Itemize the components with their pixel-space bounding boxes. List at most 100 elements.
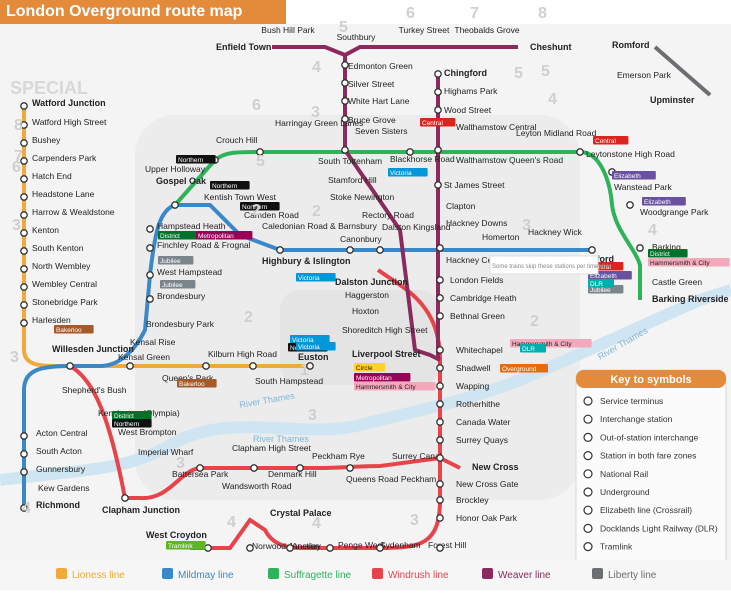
station-dot — [249, 362, 257, 370]
station-dot — [276, 246, 284, 254]
zone-bg-central — [280, 290, 440, 385]
key-symbol — [583, 469, 593, 479]
legend-swatch-lioness — [56, 568, 67, 579]
station-finchley-road-frognal: Finchley Road & Frognal — [157, 240, 251, 250]
station-kenton: Kenton — [32, 225, 59, 235]
station-stonebridge-park: Stonebridge Park — [32, 297, 98, 307]
station-west-croydon: West Croydon — [146, 530, 207, 540]
badge-bg — [158, 231, 198, 240]
station-harringay-green-lanes: Harringay Green Lanes — [275, 118, 363, 128]
zone-number: 5 — [514, 65, 523, 82]
badge-bakerloo: Bakerloo — [56, 327, 82, 334]
legend-mildmay: Mildmay line — [178, 570, 234, 581]
suffragette-line — [173, 150, 642, 300]
station-bushey: Bushey — [32, 135, 61, 145]
badge-central: Central — [595, 138, 617, 145]
station-wapping: Wapping — [456, 381, 490, 391]
station-dot — [376, 544, 384, 552]
station-stoke-newington: Stoke Newington — [330, 192, 395, 202]
station-brockley: Brockley — [456, 495, 489, 505]
station-dot — [20, 319, 28, 327]
badge-bg — [176, 155, 216, 164]
station-dot — [126, 362, 134, 370]
station-dot — [434, 106, 442, 114]
badge-bg — [588, 271, 632, 280]
zone-number: 3 — [308, 407, 317, 424]
zone-number: 4 — [548, 91, 557, 108]
station-harrow-wealdstone: Harrow & Wealdstone — [32, 207, 115, 217]
station-north-wembley: North Wembley — [32, 261, 91, 271]
station-new-cross-gate: New Cross Gate — [456, 479, 519, 489]
station-bruce-grove: Bruce Grove — [348, 115, 396, 125]
badge-bg — [112, 419, 152, 428]
station-woodgrange-park: Woodgrange Park — [640, 207, 709, 217]
station-crystal-palace: Crystal Palace — [270, 508, 332, 518]
station-shadwell: Shadwell — [456, 363, 491, 373]
station-dot — [256, 148, 264, 156]
station-enfield-town: Enfield Town — [216, 42, 271, 52]
badge-bg — [160, 280, 196, 289]
station-clapton: Clapton — [446, 201, 476, 211]
station-dot — [636, 244, 644, 252]
station-dot — [376, 246, 384, 254]
station-barking-riverside: Barking Riverside — [652, 294, 729, 304]
station-dot — [20, 229, 28, 237]
zone-number: 7 — [470, 5, 479, 22]
station-dot — [146, 271, 154, 279]
badge-elizabeth: Elizabeth — [644, 199, 671, 206]
legend-windrush: Windrush line — [388, 570, 449, 581]
station-southbury: Southbury — [337, 32, 376, 42]
legend-swatch-mildmay — [162, 568, 173, 579]
station-dot — [436, 544, 444, 552]
station-hackney-downs: Hackney Downs — [446, 218, 507, 228]
station-dot — [296, 464, 304, 472]
station-headstone-lane: Headstone Lane — [32, 189, 95, 199]
legend-suffragette: Suffragette line — [284, 570, 352, 581]
station-leyton-midland-road: Leyton Midland Road — [516, 128, 597, 138]
station-homerton: Homerton — [482, 232, 520, 242]
badge-victoria: Victoria — [298, 344, 320, 351]
key-symbol — [583, 505, 593, 515]
badge-bg — [648, 249, 688, 258]
zone-number: 5 — [339, 19, 348, 36]
key-item: Out-of-station interchange — [600, 432, 699, 442]
badge-elizabeth: Elizabeth — [614, 173, 641, 180]
station-canonbury: Canonbury — [340, 234, 382, 244]
station-dot — [20, 157, 28, 165]
station-dot — [436, 418, 444, 426]
key-item: National Rail — [600, 469, 648, 479]
zone-number: 3 — [12, 217, 21, 234]
station-dot — [20, 102, 28, 110]
zone-number: 3 — [410, 512, 419, 529]
station-south-acton: South Acton — [36, 446, 82, 456]
station-dot — [20, 468, 28, 476]
station-dot — [576, 148, 584, 156]
station-new-cross: New Cross — [472, 462, 519, 472]
zone-number: 4 — [227, 514, 236, 531]
station-south-hampstead: South Hampstead — [255, 376, 323, 386]
badge-bg — [290, 335, 330, 344]
river-thames — [0, 284, 731, 486]
zone-number: 2 — [252, 202, 261, 219]
station-sydenham: Sydenham — [380, 540, 421, 550]
legend-weaver: Weaver line — [498, 570, 551, 581]
station-turkey-street: Turkey Street — [399, 25, 450, 35]
key-symbol — [583, 414, 593, 424]
badge-bg — [177, 379, 217, 388]
station-hampstead-heath: Hampstead Heath — [157, 221, 226, 231]
station-dot — [20, 175, 28, 183]
badge-bg — [642, 197, 686, 206]
badge-district: District — [650, 251, 670, 258]
station-london-fields: London Fields — [450, 275, 503, 285]
badge-bg — [500, 364, 548, 373]
badge-bg — [210, 181, 250, 190]
station-dot — [346, 246, 354, 254]
station-queens-park: Queen's Park — [162, 373, 214, 383]
key-item: Elizabeth line (Crossrail) — [600, 505, 692, 515]
legend-liberty: Liberty line — [608, 570, 657, 581]
badge-bg — [240, 202, 280, 211]
zone-number: 3 — [522, 217, 531, 234]
station-dot — [20, 283, 28, 291]
